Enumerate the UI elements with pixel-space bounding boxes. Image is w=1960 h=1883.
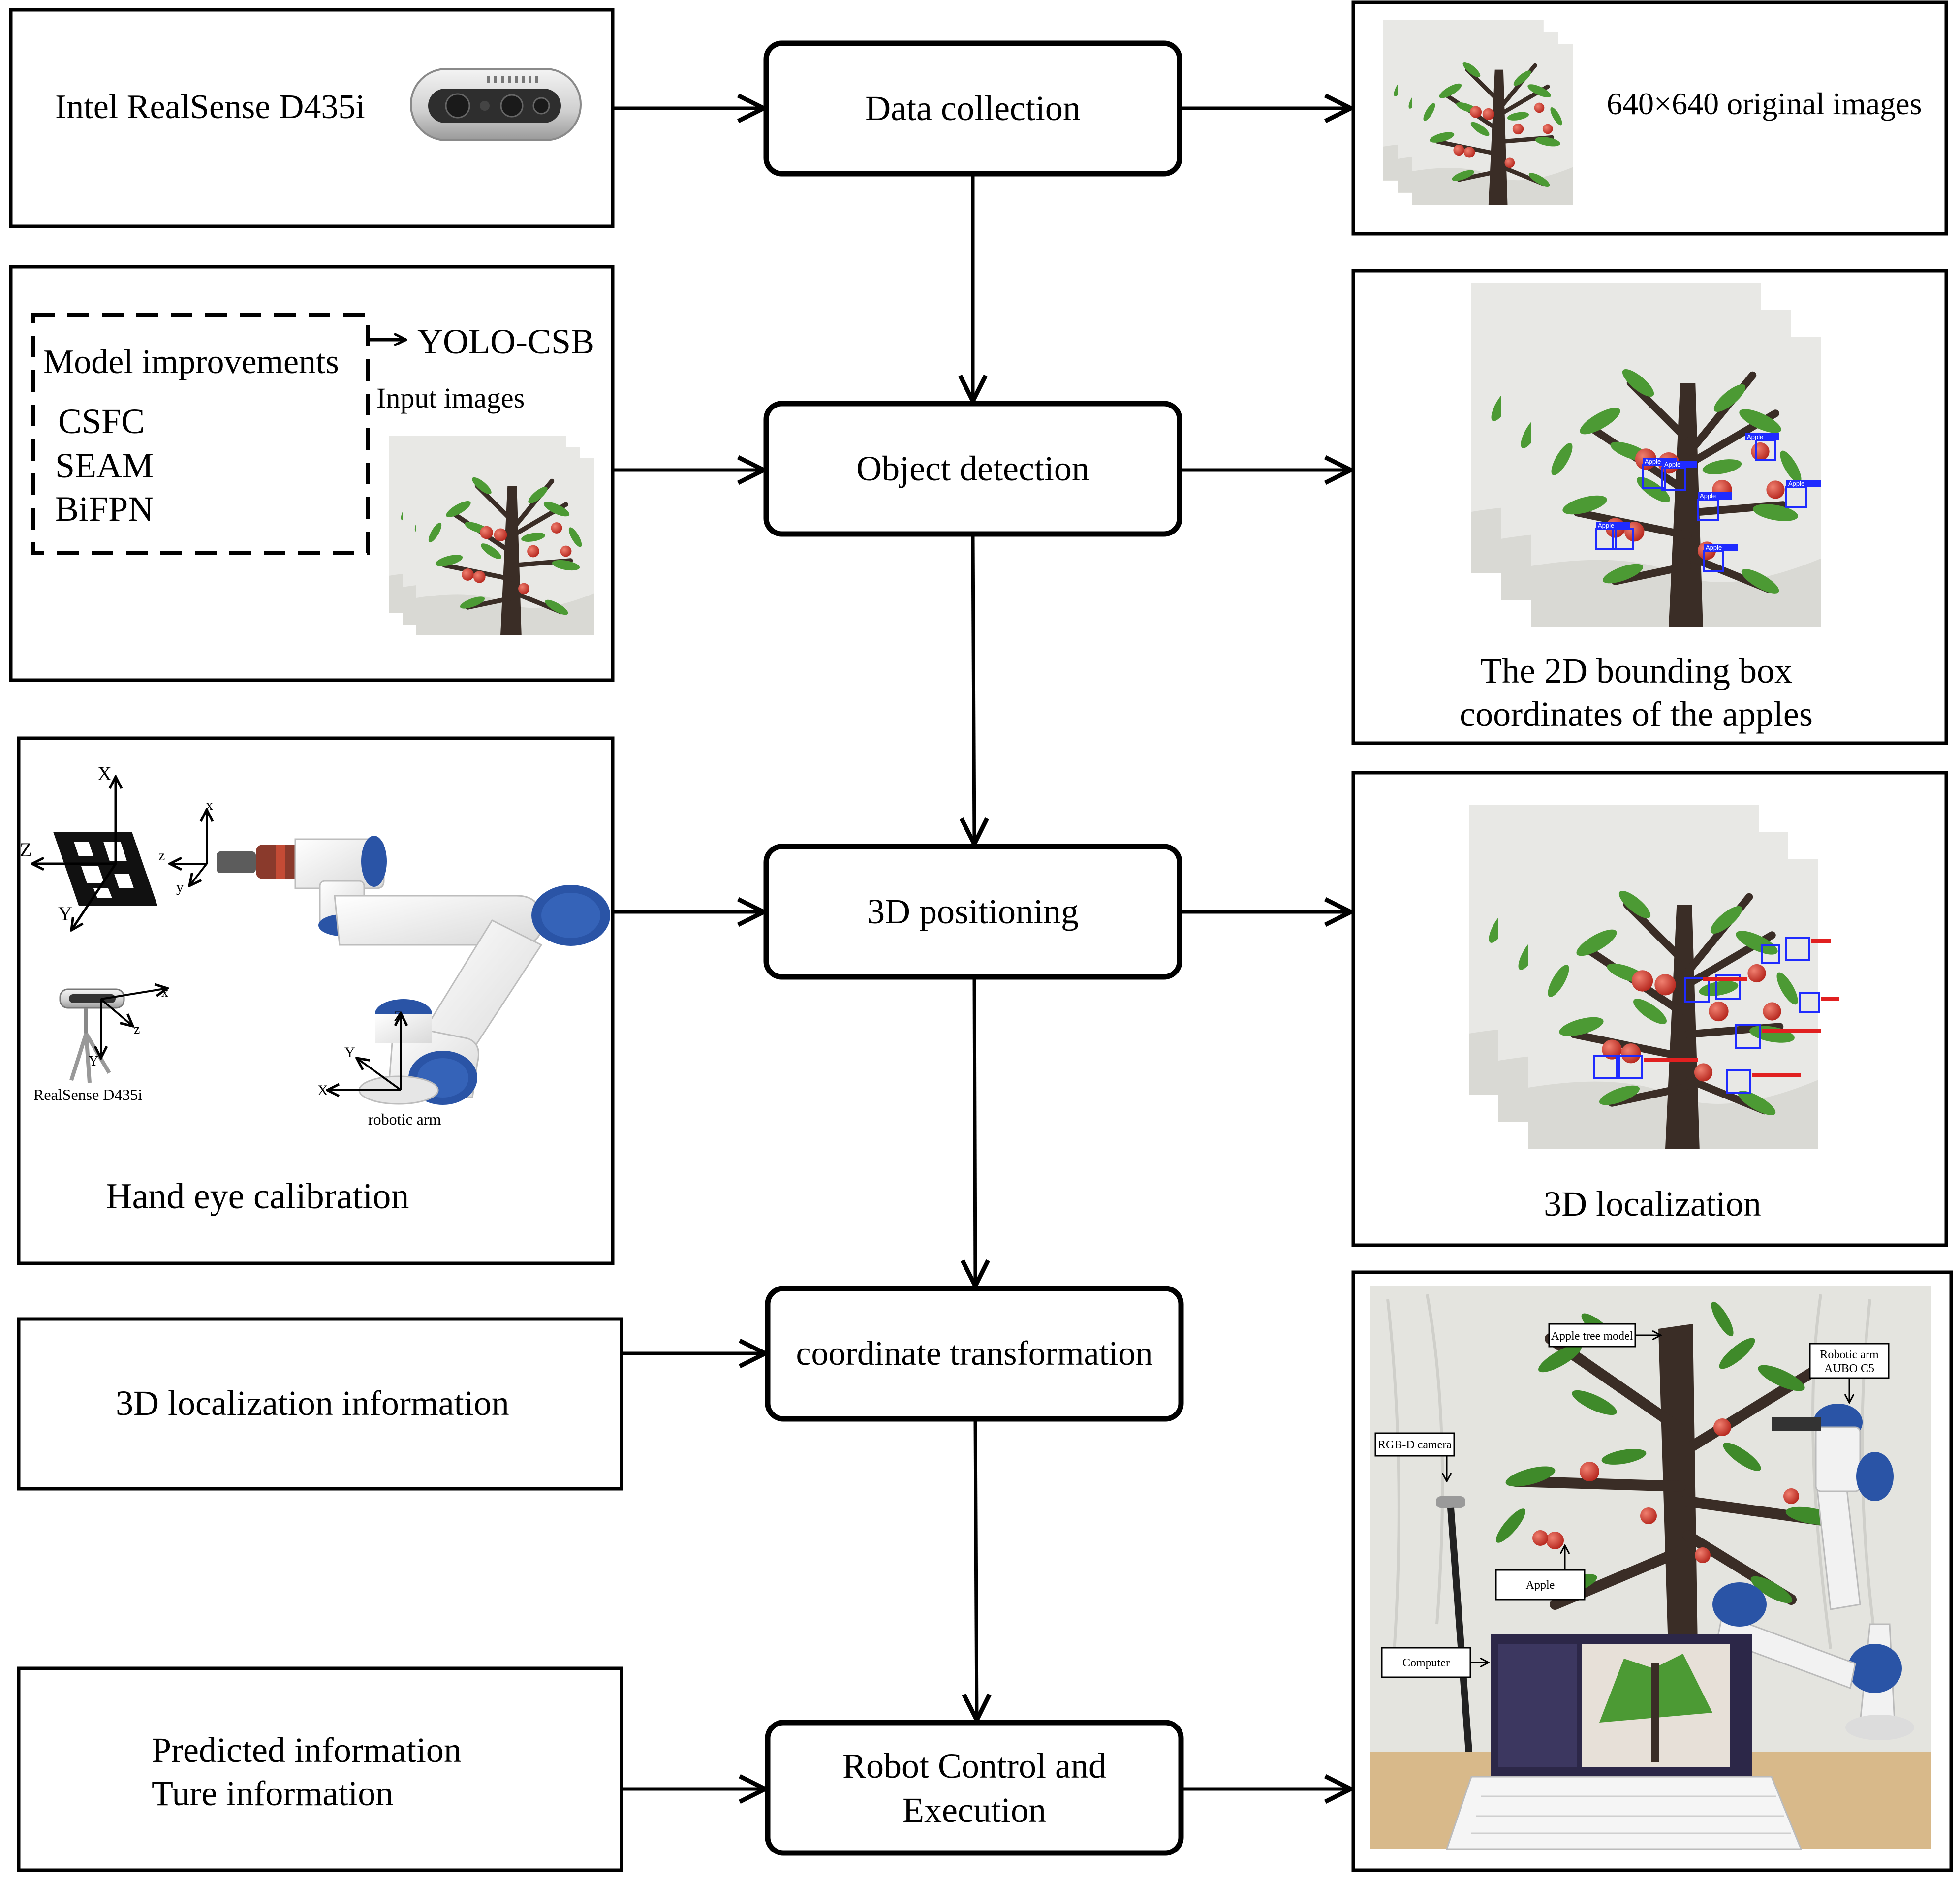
photo-callouts	[1374, 1323, 1890, 1678]
tripod-icon	[59, 988, 125, 1083]
yolo-label: YOLO-CSB	[417, 322, 594, 361]
tool-axis-y: y	[176, 879, 184, 895]
node-object-detection-label: Object detection	[856, 449, 1089, 488]
base-axis-x: X	[317, 1082, 328, 1098]
marker-axis-y: Y	[58, 903, 72, 925]
localization-boxes	[1593, 937, 1820, 1094]
svg-text:Apple: Apple	[1747, 433, 1763, 440]
flow-arrows-right	[1181, 108, 1351, 1789]
node-coordinate-transformation-label: coordinate transformation	[796, 1335, 1152, 1373]
aruco-marker-icon	[53, 832, 157, 906]
camera-box	[9, 8, 615, 228]
svg-text:Apple: Apple	[1706, 544, 1722, 551]
photo-label-robotic-arm-2: AUBO C5	[1824, 1362, 1874, 1375]
predicted-info-label: Predicted information	[152, 1730, 462, 1770]
localization-box	[1351, 771, 1948, 1247]
setup-photo	[1370, 1286, 1931, 1850]
marker-axis-z: Z	[20, 839, 31, 861]
true-info-label: Ture information	[152, 1774, 393, 1813]
model-improvements-dashed	[31, 313, 370, 555]
tool-axis-z: z	[158, 847, 165, 864]
model-improvements-label: Model improvements	[43, 343, 339, 381]
improvement-item-csfc: CSFC	[58, 402, 145, 441]
svg-text:Apple: Apple	[1664, 461, 1680, 468]
photo-label-apple-tree: Apple tree model	[1551, 1330, 1633, 1343]
original-images-label: 640×640 original images	[1607, 86, 1922, 121]
marker-axis-x: X	[97, 762, 112, 785]
svg-text:Apple: Apple	[1700, 492, 1716, 500]
original-images-stack	[1383, 20, 1573, 205]
input-images-stack	[389, 436, 594, 635]
photo-label-robotic-arm-1: Robotic arm	[1820, 1349, 1879, 1361]
base-axes	[327, 1014, 401, 1090]
setup-photo-box	[1351, 1270, 1953, 1872]
base-axis-y: Y	[344, 1044, 355, 1061]
localization-info-box	[17, 1317, 623, 1491]
robot-arm-icon	[217, 836, 610, 1105]
camera-axis-z: z	[134, 1022, 140, 1037]
photo-label-apple: Apple	[1526, 1579, 1555, 1592]
camera-icon	[410, 68, 582, 141]
marker-axes	[32, 777, 116, 930]
localization-images-stack	[1469, 805, 1818, 1149]
robotic-arm-caption: robotic arm	[368, 1110, 441, 1128]
localization-info-label: 3D localization information	[116, 1383, 509, 1423]
flow-arrows-left	[614, 108, 765, 1789]
tool-axis-x: x	[206, 797, 213, 813]
camera-axes	[101, 988, 167, 1058]
tool-axes	[170, 810, 207, 886]
hand-eye-box	[17, 736, 615, 1265]
bbox-label-line1: The 2D bounding box	[1480, 651, 1792, 690]
node-robot-control-label-2: Execution	[902, 1790, 1046, 1830]
photo-label-computer: Computer	[1402, 1657, 1450, 1669]
detection-boxes	[1595, 439, 1807, 572]
node-coordinate-transformation	[765, 1286, 1184, 1422]
detection-labels	[1596, 433, 1821, 551]
prediction-box	[17, 1666, 623, 1872]
improvement-item-bifpn: BiFPN	[55, 489, 154, 529]
node-3d-positioning	[763, 844, 1182, 980]
node-object-detection	[763, 401, 1182, 537]
bbox-images-stack	[1471, 283, 1821, 627]
original-images-box	[1351, 0, 1948, 236]
node-data-collection-label: Data collection	[865, 89, 1081, 128]
model-box	[9, 265, 615, 682]
improvement-item-seam: SEAM	[55, 446, 154, 485]
hand-eye-label: Hand eye calibration	[106, 1176, 409, 1217]
svg-text:Apple: Apple	[1788, 480, 1804, 487]
camera-label: Intel RealSense D435i	[55, 88, 365, 126]
node-robot-control	[765, 1720, 1184, 1856]
realsense-caption: RealSense D435i	[33, 1086, 142, 1103]
node-3d-positioning-label: 3D positioning	[867, 892, 1079, 931]
input-images-label: Input images	[376, 382, 525, 414]
photo-label-rgbd: RGB-D camera	[1378, 1439, 1452, 1451]
node-data-collection	[763, 40, 1182, 177]
localization-coord-marks	[1644, 939, 1839, 1077]
flow-arrows-vertical	[973, 175, 977, 1720]
base-axis-z: Z	[394, 1008, 403, 1025]
svg-text:Apple: Apple	[1598, 522, 1614, 529]
camera-axis-x: x	[161, 985, 168, 1000]
localization-label: 3D localization	[1544, 1184, 1761, 1224]
node-robot-control-label-1: Robot Control and	[842, 1746, 1106, 1786]
detection-label-text: Apple Apple Apple Apple Apple Apple Appl…	[1598, 433, 1804, 551]
svg-text:Apple: Apple	[1645, 458, 1661, 465]
bbox-label-line2: coordinates of the apples	[1460, 694, 1813, 734]
camera-axis-y: Y	[89, 1054, 98, 1069]
bbox-box	[1351, 269, 1948, 745]
